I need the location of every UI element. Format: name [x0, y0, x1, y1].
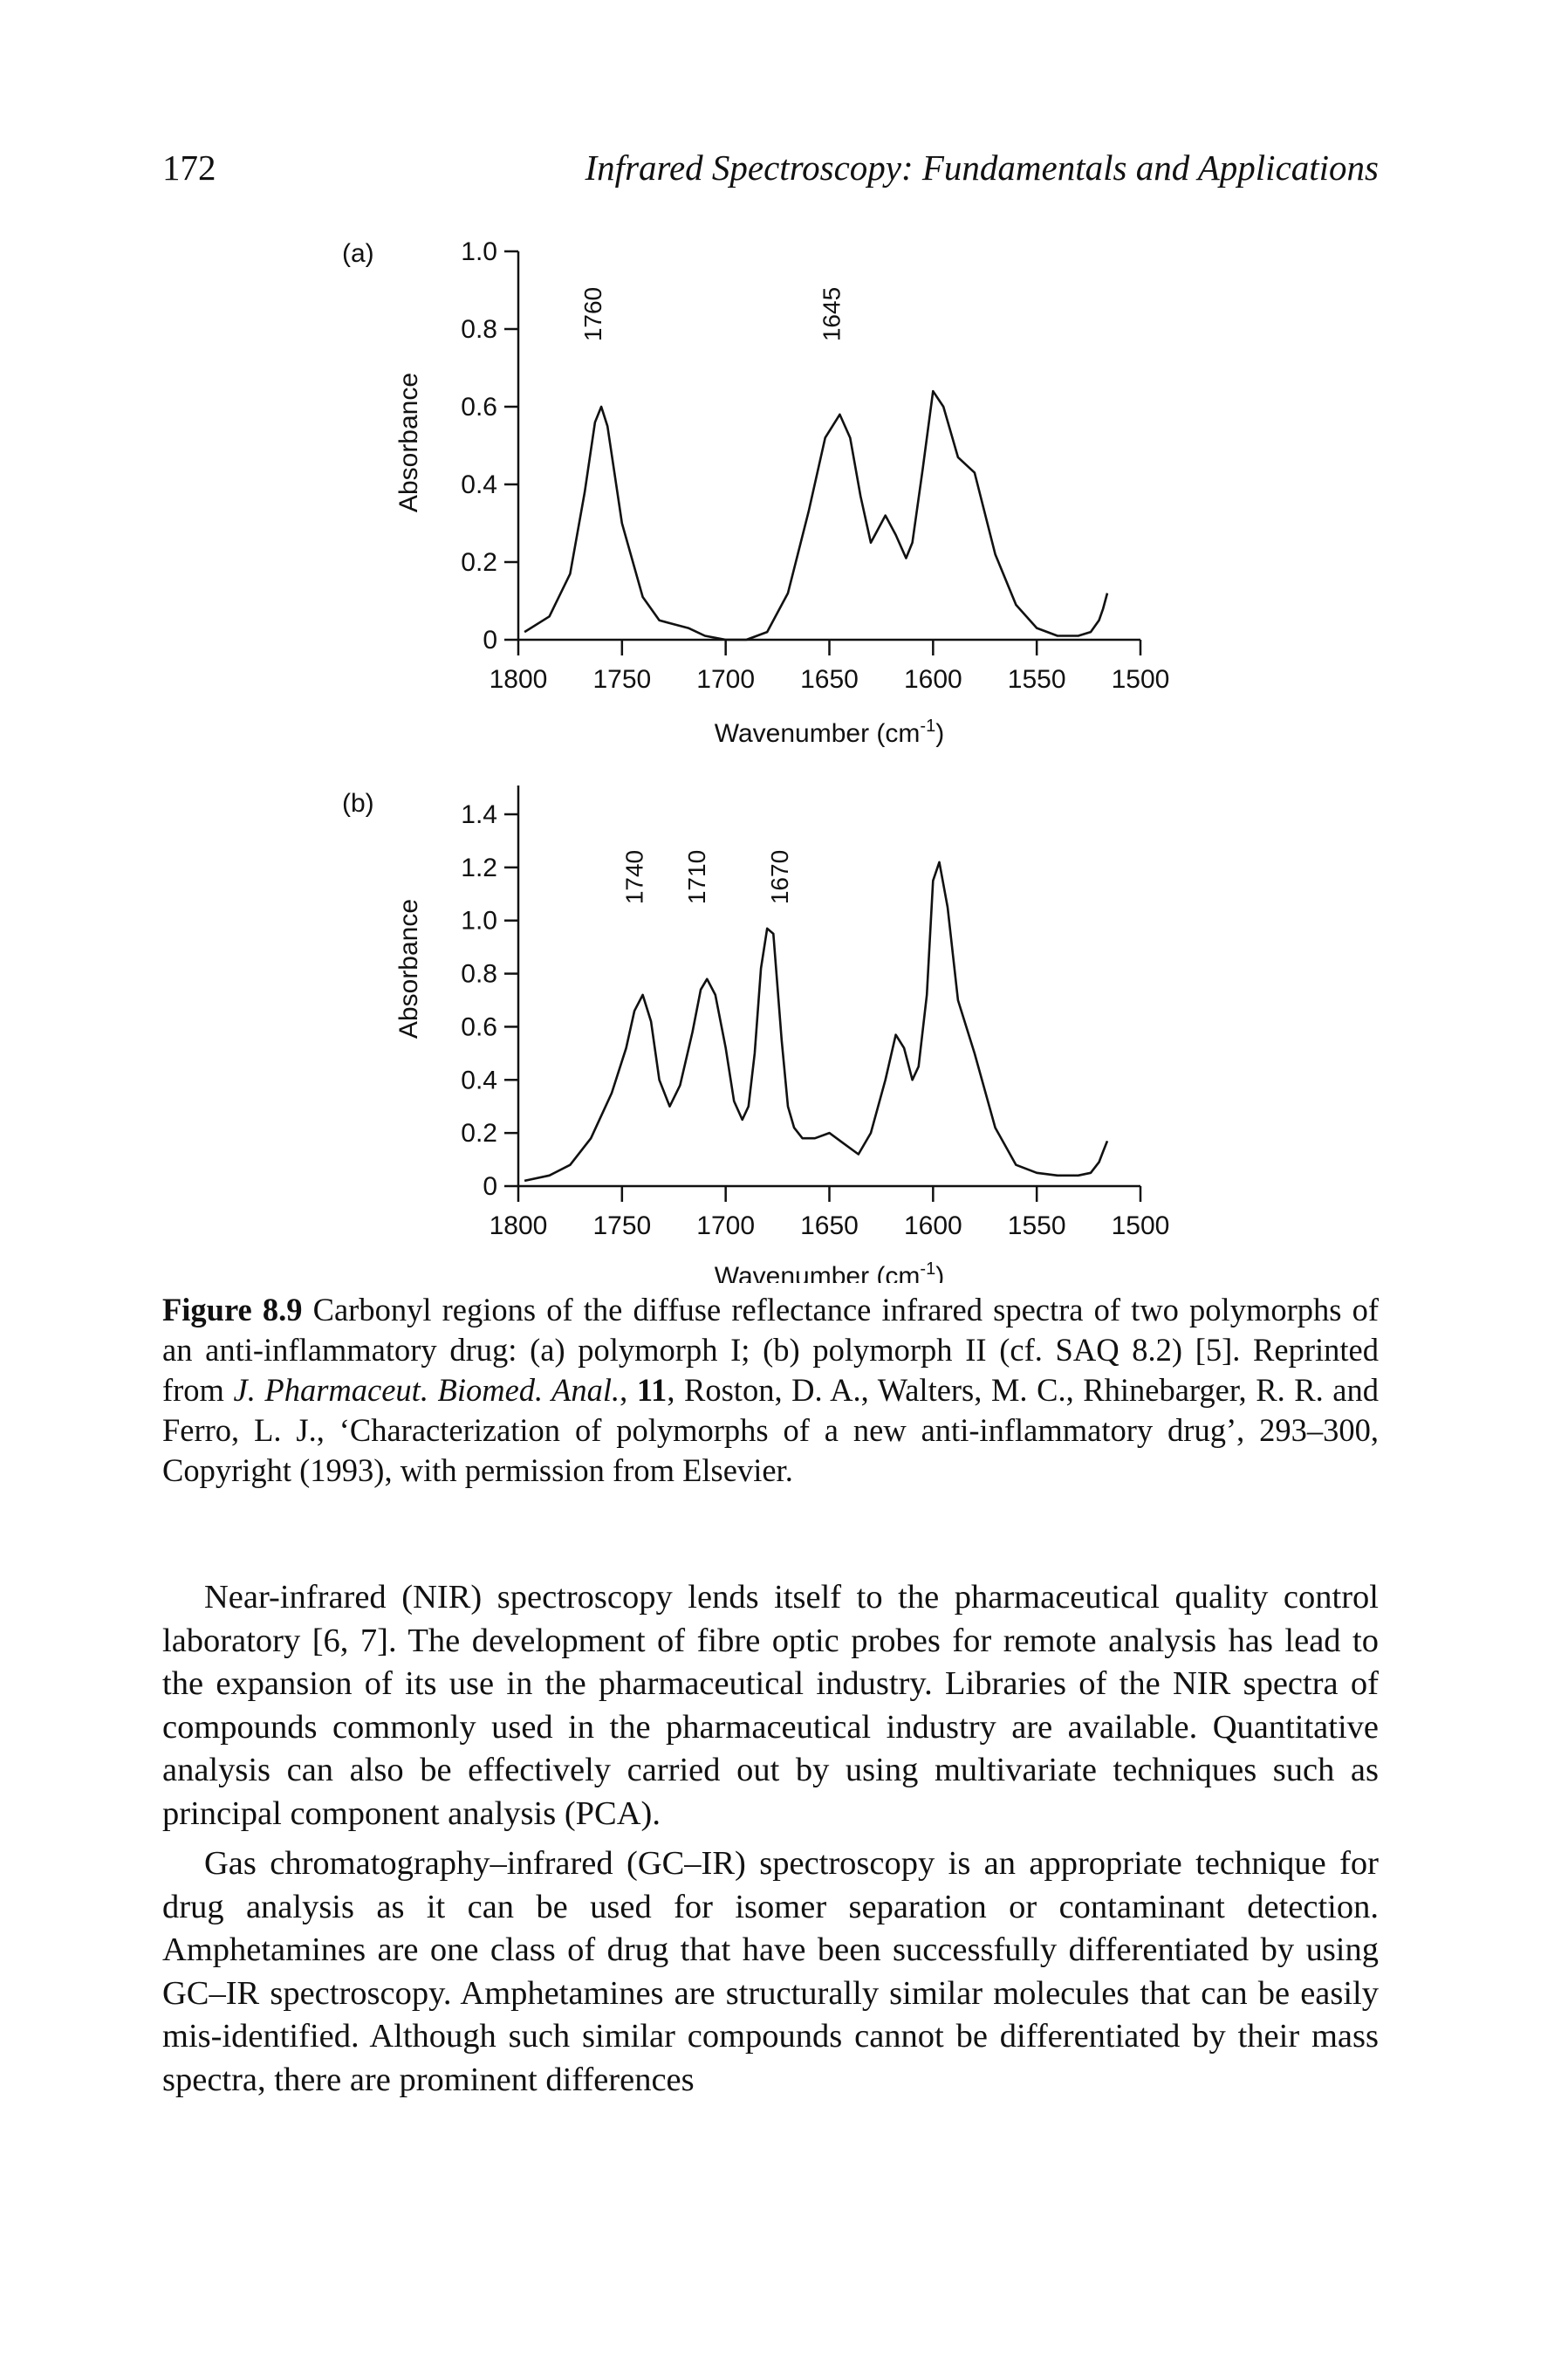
- x-axis-label: Wavenumber (cm-1): [715, 1259, 944, 1283]
- peak-label: 1645: [818, 287, 845, 341]
- x-tick-label: 1550: [1008, 665, 1066, 694]
- y-tick-label: 0: [483, 626, 497, 655]
- spectrum-line: [524, 861, 1109, 1183]
- chart-panel-b: (b) 0 0.2 0.4 0.6 0.8 1.0 1.2 1.4 1800 1750 1700 165…: [342, 786, 1169, 1283]
- y-tick-label: 1.2: [461, 854, 497, 882]
- peak-label: 1740: [621, 850, 648, 904]
- body-paragraph-1: Near-infrared (NIR) spectroscopy lends i…: [162, 1579, 1379, 1832]
- x-tick-label: 1800: [490, 665, 548, 694]
- body-text: Near-infrared (NIR) spectroscopy lends i…: [162, 1576, 1379, 2109]
- chart-panel-a: (a) 0 0.2 0.4 0.6 0.8 1.0 1800 1750 1700 1650 1600 1…: [342, 237, 1169, 748]
- x-tick-label: 1500: [1112, 665, 1170, 694]
- y-tick-label: 1.0: [461, 907, 497, 936]
- y-tick-label: 0.2: [461, 1119, 497, 1148]
- x-tick-label: 1750: [592, 1211, 651, 1240]
- figure-caption: Figure 8.9 Carbonyl regions of the diffu…: [162, 1290, 1379, 1491]
- y-axis-label: Absorbance: [394, 899, 423, 1039]
- y-tick-label: 0.6: [461, 1012, 497, 1041]
- x-tick-label: 1650: [800, 665, 859, 694]
- running-title: Infrared Spectroscopy: Fundamentals and …: [585, 148, 1379, 188]
- y-tick-label: 0: [483, 1172, 497, 1201]
- x-tick-label: 1700: [696, 665, 755, 694]
- panel-label: (b): [342, 789, 374, 818]
- x-axis-label: Wavenumber (cm-1): [715, 717, 944, 748]
- x-tick-label: 1800: [490, 1211, 548, 1240]
- caption-text-1: Carbonyl regions of the diffuse reflecta…: [162, 1292, 1379, 1408]
- x-tick-label: 1600: [904, 1211, 962, 1240]
- peak-label: 1670: [766, 850, 793, 904]
- y-tick-label: 0.4: [461, 470, 497, 499]
- peak-label: 1760: [579, 287, 606, 341]
- peak-label: 1710: [683, 850, 710, 904]
- figure-label: Figure 8.9: [162, 1292, 303, 1328]
- page-header: 172 Infrared Spectroscopy: Fundamentals …: [0, 147, 1568, 199]
- caption-text-3: , Roston, D. A., Walters, M. C., Rhineba…: [162, 1372, 1380, 1488]
- y-tick-label: 1.0: [461, 237, 497, 266]
- x-tick-label: 1600: [904, 665, 962, 694]
- panel-label: (a): [342, 239, 374, 268]
- x-tick-label: 1550: [1008, 1211, 1066, 1240]
- x-tick-label: 1700: [696, 1211, 755, 1240]
- spectrum-line: [524, 389, 1109, 641]
- body-paragraph-2: Gas chromatography–infrared (GC–IR) spec…: [162, 1845, 1379, 2098]
- caption-volume: 11: [636, 1372, 668, 1408]
- y-tick-label: 0.4: [461, 1066, 497, 1094]
- y-tick-label: 0.6: [461, 393, 497, 422]
- x-tick-label: 1750: [592, 665, 651, 694]
- y-tick-label: 1.4: [461, 800, 497, 829]
- figure: (a) 0 0.2 0.4 0.6 0.8 1.0 1800 1750 1700 1650 1600 1…: [342, 237, 1169, 1283]
- y-tick-label: 0.8: [461, 960, 497, 989]
- y-axis-label: Absorbance: [394, 373, 423, 512]
- caption-text-2: ,: [620, 1372, 637, 1408]
- caption-journal: J. Pharmaceut. Biomed. Anal.: [233, 1372, 620, 1408]
- y-tick-label: 0.8: [461, 315, 497, 344]
- x-tick-label: 1500: [1112, 1211, 1170, 1240]
- y-tick-label: 0.2: [461, 548, 497, 577]
- page-number: 172: [162, 148, 216, 188]
- x-tick-label: 1650: [800, 1211, 859, 1240]
